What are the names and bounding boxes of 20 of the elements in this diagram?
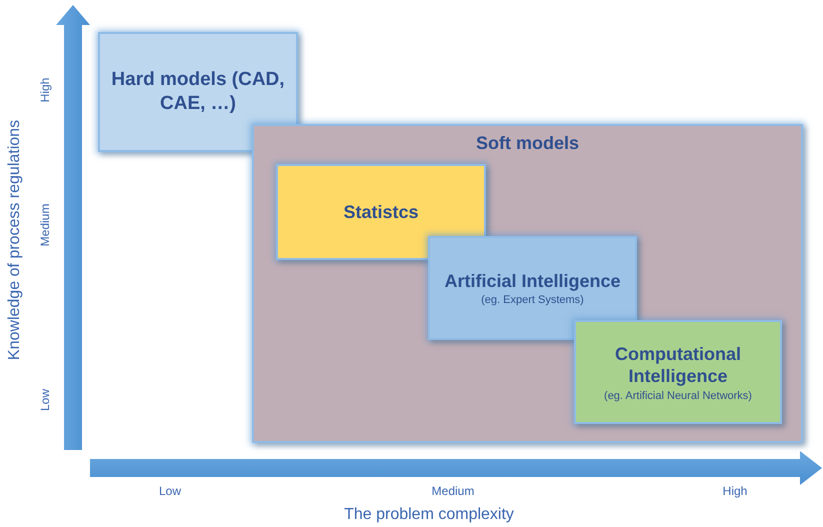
model-box xyxy=(98,32,298,152)
box-subtitle: (eg. Artificial Neural Networks) xyxy=(604,390,752,402)
model-box xyxy=(276,164,486,260)
axis-tick-label: Medium xyxy=(38,204,52,246)
axis-tick-label: Low xyxy=(38,389,52,411)
box-title: Computational Intelligence xyxy=(614,342,742,388)
axis-title: The problem complexity xyxy=(344,506,514,524)
axis-tick-label: Medium xyxy=(432,484,474,498)
box-title: Artificial Intelligence xyxy=(444,270,621,292)
axis-title: Knowledge of process regulations xyxy=(6,120,24,360)
box-title: Hard models (CAD, CAE, …) xyxy=(110,68,286,116)
box-title: Soft models xyxy=(476,132,579,154)
model-box xyxy=(574,320,782,424)
box-subtitle: (eg. Expert Systems) xyxy=(481,294,584,306)
axis-tick-label: Low xyxy=(159,484,181,498)
model-box xyxy=(428,236,637,340)
box-title: Statistcs xyxy=(343,200,419,224)
model-box xyxy=(252,124,803,443)
axis-tick-label: High xyxy=(38,78,52,102)
axis-tick-label: High xyxy=(722,484,748,498)
